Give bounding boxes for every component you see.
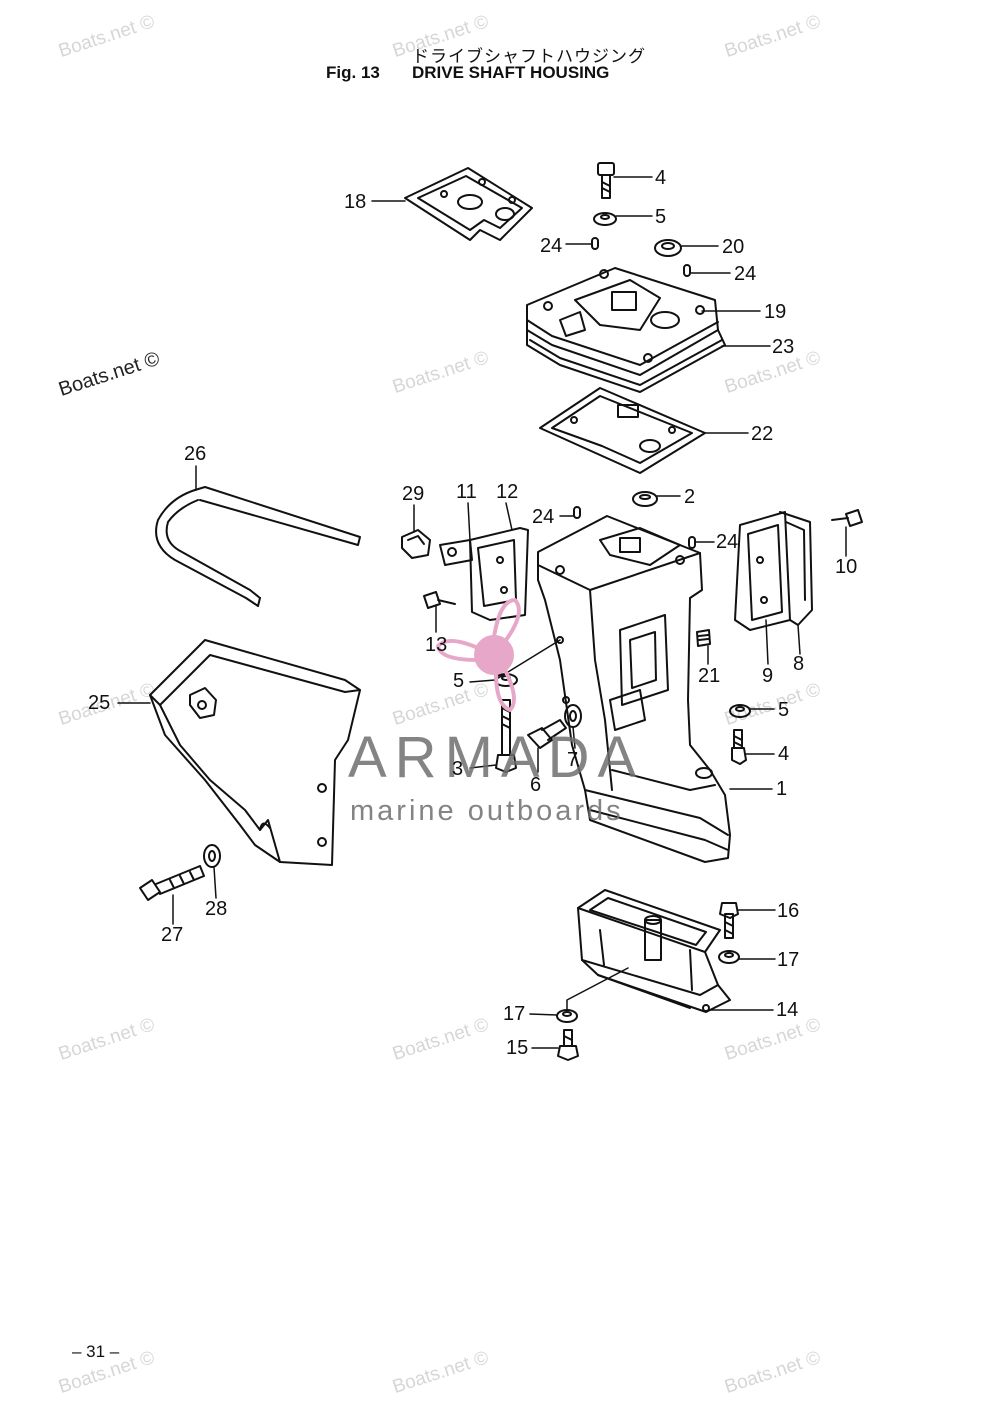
bolt-13-drawing [423,591,456,609]
leader-lines [117,176,847,1049]
washer-17-right-drawing [718,950,740,964]
callout-17-left: 17 [503,1003,526,1025]
bolt-4-right-drawing [731,729,747,765]
callout-13: 13 [425,634,448,656]
pin-24-b-drawing [683,264,691,277]
brand-name: ARMADA [348,725,645,790]
bolt-10-drawing [831,509,863,527]
washer-5-top-drawing [593,212,617,226]
figure-label: Fig. 13 [326,63,380,82]
callout-18: 18 [344,191,367,213]
callout-4-right: 4 [778,743,790,765]
callout-11: 11 [456,481,477,503]
pin-24-c-drawing [573,506,581,519]
washer-17-left-drawing [556,1009,578,1023]
bolt-27-drawing [139,865,205,901]
callout-29: 29 [402,483,425,505]
callout-23: 23 [772,336,795,358]
bolt-6-drawing [527,719,567,749]
callout-27: 27 [161,924,184,946]
lower-cover-25-drawing [149,639,361,866]
gasket-22-drawing [539,387,706,474]
cover-8-9-drawing [734,511,813,631]
callout-4-top: 4 [655,167,667,189]
page-number: – 31 – [72,1342,120,1361]
callout-1: 1 [776,778,788,800]
callout-3: 3 [452,758,464,780]
callout-15: 15 [506,1037,529,1059]
pin-24-d-drawing [688,536,696,549]
brand-tagline: marine outboards [350,795,624,827]
callout-5-mid: 5 [453,670,465,692]
callout-21: 21 [698,665,721,687]
drive-shaft-housing-1-drawing [537,515,731,863]
washer-28-drawing [203,844,221,868]
plug-21-drawing [696,629,711,647]
seal-20-drawing [654,239,682,257]
washer-5-right-drawing [729,704,751,718]
callout-28: 28 [205,898,228,920]
title-japanese: ドライブシャフトハウジング [412,47,646,67]
callout-25: 25 [88,692,111,714]
callout-24-b: 24 [734,263,757,285]
bolt-4-top-drawing [597,162,615,199]
callout-24-c: 24 [532,506,555,528]
callout-16: 16 [777,900,800,922]
callout-7: 7 [567,749,579,771]
brand-logo-icon [436,598,521,712]
gasket-18-drawing [404,167,533,241]
callout-22: 22 [751,423,774,445]
adapter-plate-19-23-drawing [526,267,726,393]
figure-title: DRIVE SHAFT HOUSING [412,63,610,82]
pin-24-a-drawing [591,237,599,250]
bolt-15-drawing [557,1029,579,1061]
callout-12: 12 [496,481,519,503]
grommet-29-drawing [401,529,431,559]
callout-24-d: 24 [716,531,739,553]
washer-2-drawing [632,491,658,507]
callout-26: 26 [184,443,207,465]
callout-20: 20 [722,236,745,258]
seal-strip-26-drawing [155,486,361,607]
callout-9: 9 [762,665,774,687]
callout-8: 8 [793,653,805,675]
callout-2: 2 [684,486,696,508]
callout-17-right: 17 [777,949,800,971]
callout-24-a: 24 [540,235,563,257]
callout-10: 10 [835,556,858,578]
callout-6: 6 [530,774,542,796]
cover-11-12-drawing [439,527,529,621]
bolt-16-drawing [719,902,739,939]
exhaust-plate-14-drawing [577,889,731,1013]
callout-5-right: 5 [778,699,790,721]
callout-19: 19 [764,301,787,323]
callout-14: 14 [776,999,799,1021]
callout-5-top: 5 [655,206,667,228]
